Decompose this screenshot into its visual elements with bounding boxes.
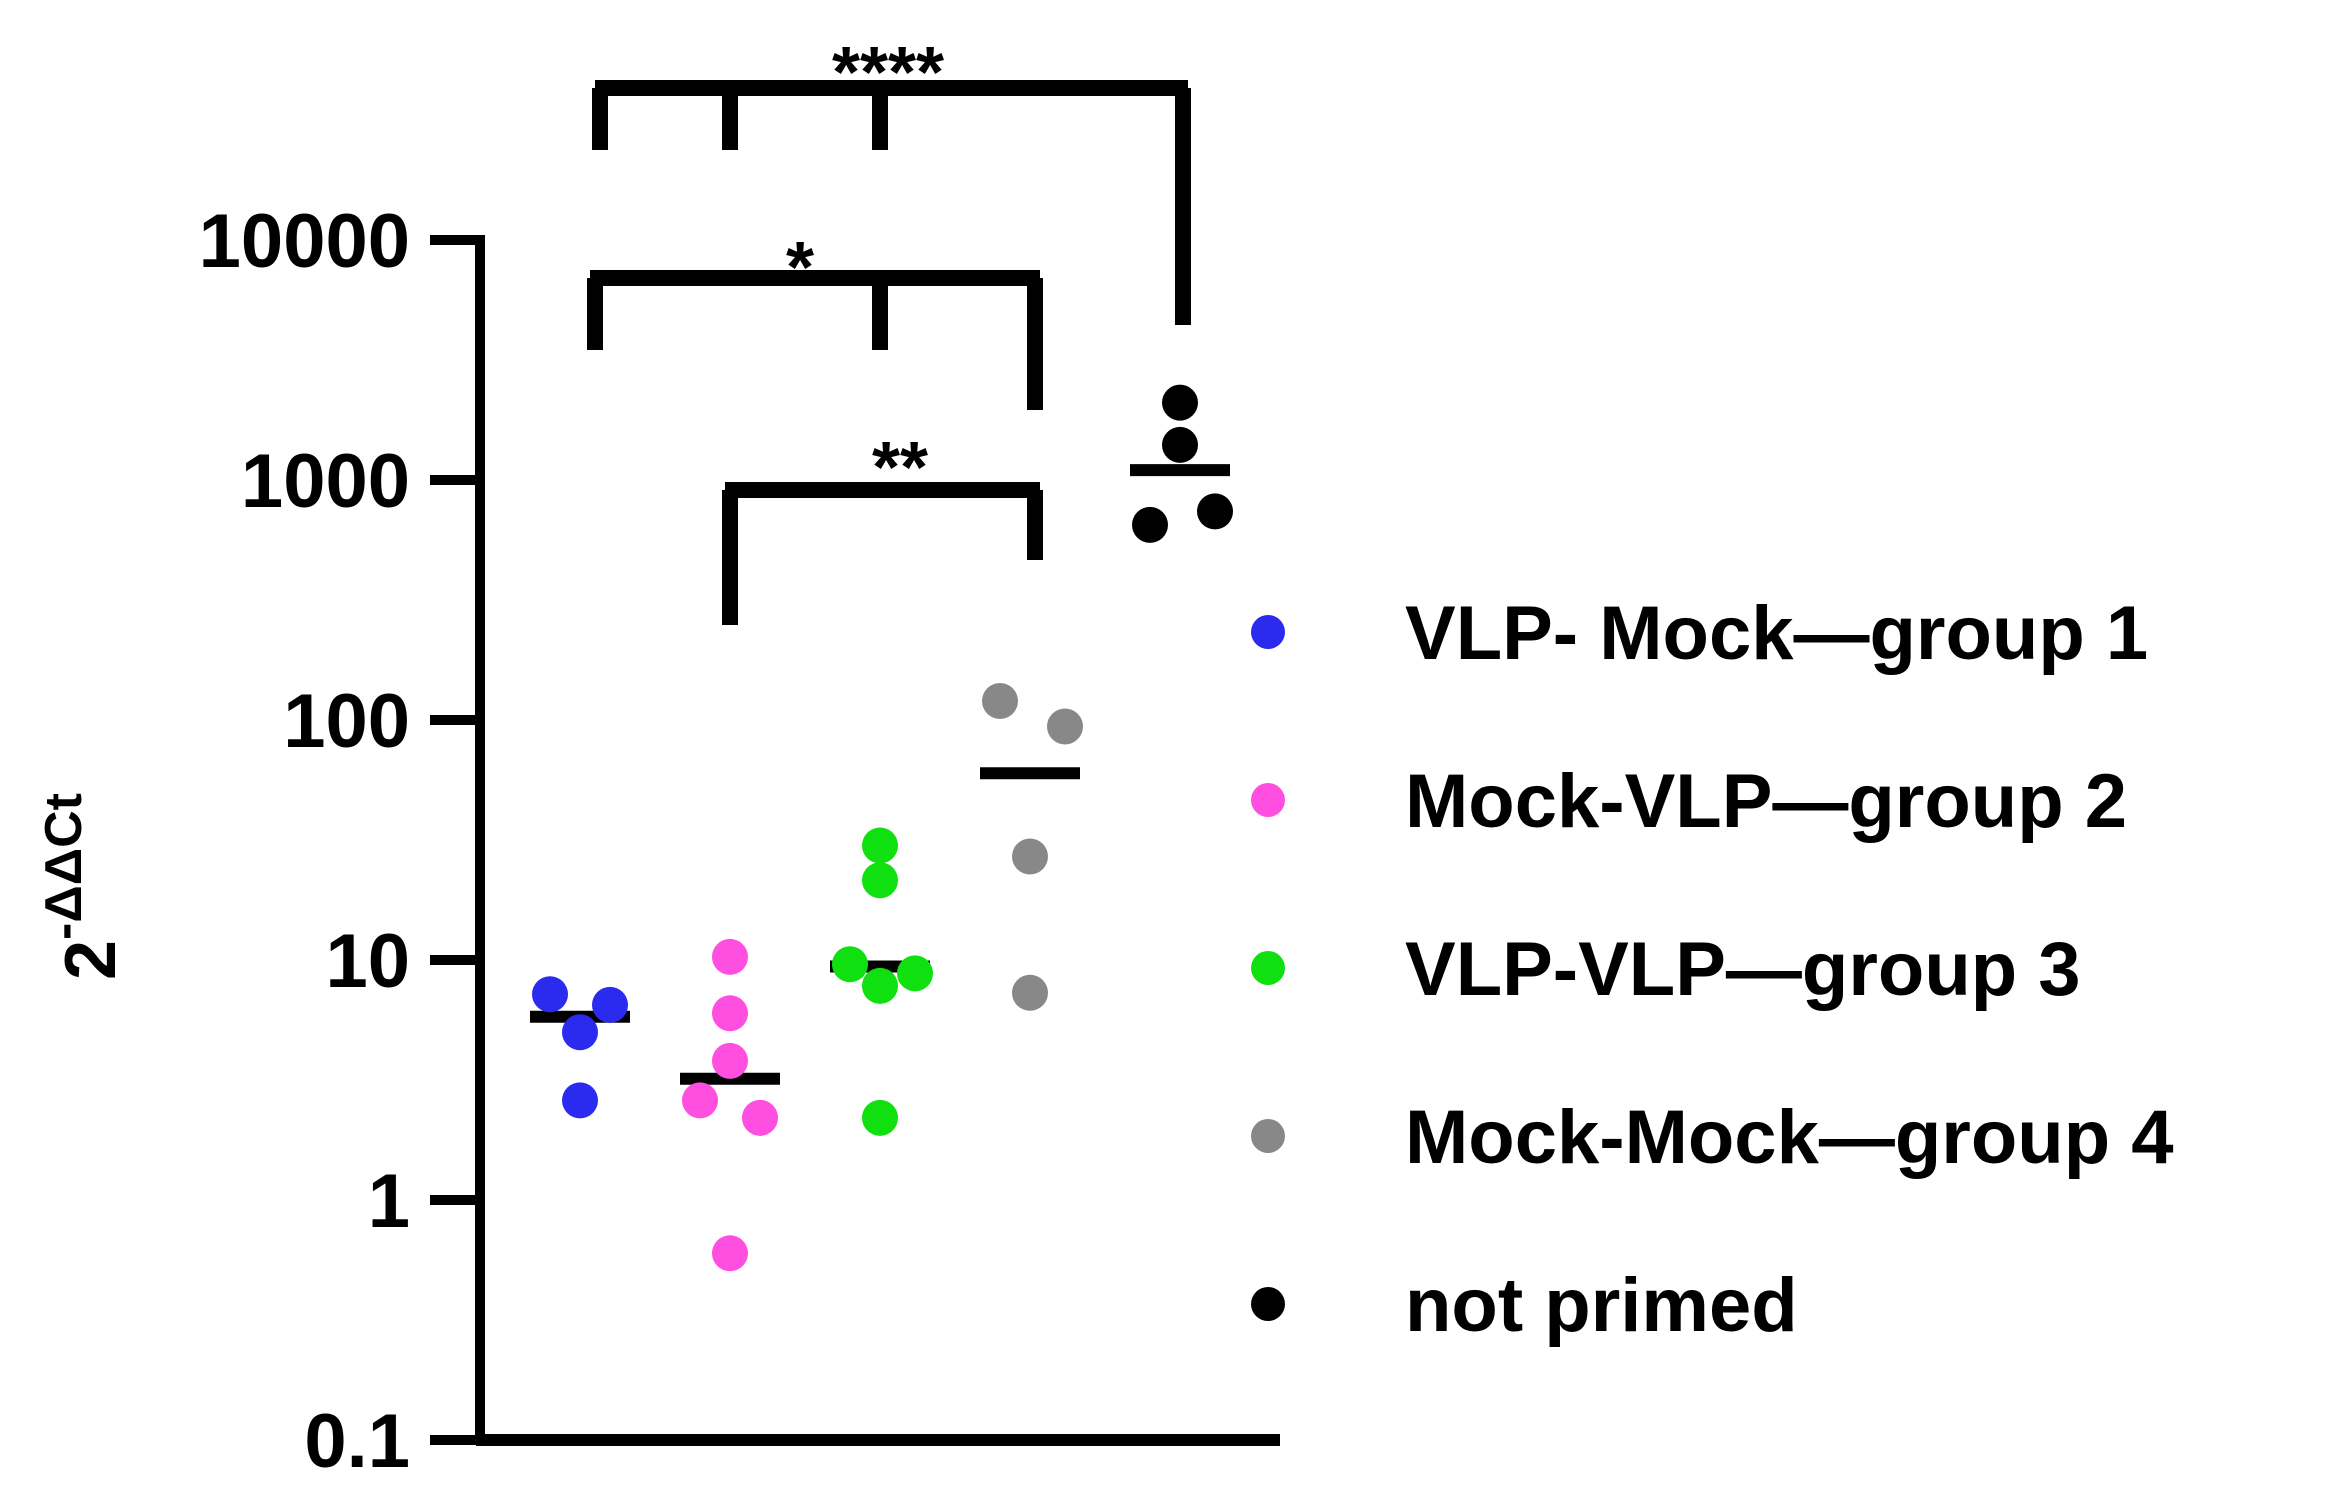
data-point — [862, 862, 898, 899]
data-point — [1047, 708, 1083, 745]
significance-brackets: ******* — [587, 33, 1191, 625]
data-point — [832, 946, 868, 983]
data-point — [982, 682, 1018, 719]
data-point — [1012, 838, 1048, 875]
data-point — [862, 967, 898, 1004]
axes — [475, 235, 1280, 1446]
legend-marker — [1251, 951, 1285, 985]
data-point — [1012, 974, 1048, 1011]
data-point — [1132, 506, 1168, 543]
data-point — [712, 995, 748, 1032]
legend-label: Mock-Mock—group 4 — [1405, 1095, 2174, 1180]
data-point — [592, 986, 628, 1023]
data-point — [562, 1014, 598, 1051]
data-points — [530, 384, 1233, 1272]
legend-label: VLP- Mock—group 1 — [1405, 591, 2148, 676]
legend-label: not primed — [1405, 1263, 1798, 1348]
data-point — [532, 976, 568, 1013]
y-tick-label: 1 — [368, 1159, 410, 1244]
legend: VLP- Mock—group 1 Mock-VLP—group 2 VLP-VLP… — [1251, 591, 2174, 1348]
y-tick-label: 0.1 — [304, 1399, 410, 1484]
data-point — [742, 1099, 778, 1136]
significance-label: ** — [872, 428, 928, 508]
data-point — [682, 1082, 718, 1119]
data-point — [897, 955, 933, 992]
y-axis-title-text: 2-ΔΔCt — [35, 793, 131, 980]
y-axis-title-superscript: -ΔΔCt — [35, 793, 93, 940]
y-tick-label: 10 — [325, 919, 410, 1004]
data-point — [712, 1042, 748, 1079]
y-tick-label: 1000 — [241, 439, 410, 524]
significance-label: **** — [832, 33, 944, 113]
data-point — [1197, 493, 1233, 530]
significance-label: * — [786, 228, 814, 308]
y-axis-title: 2-ΔΔCt — [35, 793, 131, 980]
legend-marker — [1251, 1287, 1285, 1321]
y-tick-label: 100 — [283, 679, 410, 764]
data-point — [712, 938, 748, 975]
y-axis-title-base: 2 — [51, 940, 131, 980]
data-point — [562, 1082, 598, 1119]
legend-label: Mock-VLP—group 2 — [1405, 759, 2127, 844]
data-point — [1162, 384, 1198, 421]
y-tick-label: 10000 — [199, 199, 410, 284]
data-point — [862, 1099, 898, 1136]
y-ticks: 10000 1000 100 10 1 0.1 — [199, 199, 480, 1484]
legend-marker — [1251, 615, 1285, 649]
legend-marker — [1251, 1119, 1285, 1153]
legend-label: VLP-VLP—group 3 — [1405, 927, 2081, 1012]
legend-marker — [1251, 783, 1285, 817]
data-point — [1162, 426, 1198, 463]
data-point — [712, 1235, 748, 1272]
data-point — [862, 827, 898, 864]
